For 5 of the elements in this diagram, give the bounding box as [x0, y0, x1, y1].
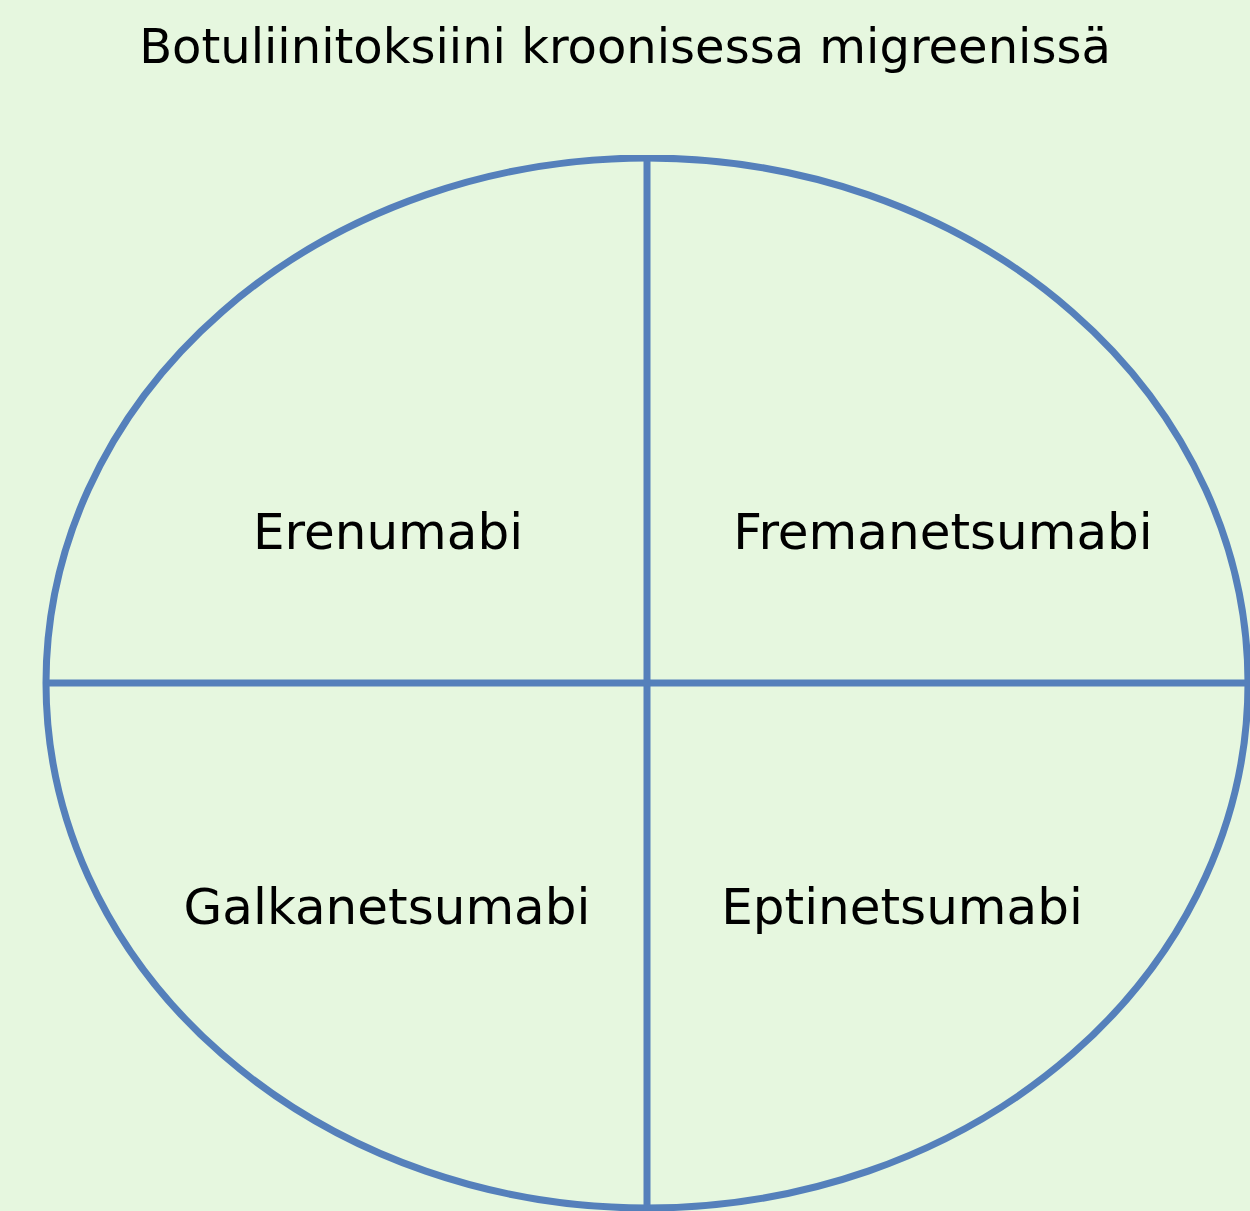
drug-name: Galkanetsumabi — [183, 878, 591, 936]
title: Botuliinitoksiini kroonisessa migreenissä — [138, 18, 1112, 74]
drug-name: Eptinetsumabi — [721, 878, 1083, 936]
drug-name: Erenumabi — [252, 503, 524, 561]
drug-name: Fremanetsumabi — [733, 503, 1153, 561]
